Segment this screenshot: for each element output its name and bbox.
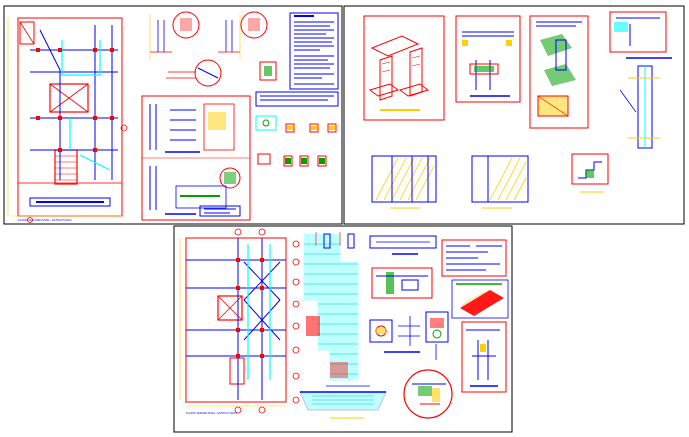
notes-box-bottom — [441, 239, 507, 277]
detail-corner — [609, 11, 672, 59]
detail-perspective — [363, 15, 445, 121]
floor-plan-second-level: PLANTA SEGUNDO NIVEL - ESTRUCTURAS — [7, 17, 128, 223]
detail-circle-large — [403, 369, 453, 419]
detail-connections-middle — [369, 311, 449, 360]
elevation-beam-bottom — [299, 385, 387, 419]
detail-isometric-slab — [451, 279, 509, 319]
slab-plan-cyan — [303, 233, 359, 381]
notes-box — [255, 12, 339, 107]
details-box — [141, 95, 251, 221]
detail-connection — [455, 15, 521, 103]
elevation-hatched-right — [471, 155, 529, 209]
sheet-title: PLANTA TERCER NIVEL - ESTRUCTURAS — [186, 411, 237, 415]
detail-wall-beam — [371, 267, 433, 299]
sheet-frame — [3, 5, 343, 225]
detail-column-elevation — [619, 65, 660, 149]
floor-plan-third-level: PLANTA TERCER NIVEL - ESTRUCTURAS — [179, 228, 300, 415]
sheet-frame — [343, 5, 685, 225]
small-details — [255, 115, 337, 167]
sheet-top-left: PLANTA SEGUNDO NIVEL - ESTRUCTURAS — [3, 5, 343, 225]
sheet-top-right — [343, 5, 685, 225]
small-elevations — [315, 232, 437, 255]
sheet-title: PLANTA SEGUNDO NIVEL - ESTRUCTURAS — [18, 218, 72, 222]
detail-column-section — [461, 321, 507, 393]
detail-circles — [149, 11, 277, 87]
detail-stair-box — [571, 153, 609, 193]
sheet-bottom: PLANTA TERCER NIVEL - ESTRUCTURAS — [173, 225, 513, 433]
detail-beam-column — [529, 15, 589, 129]
elevation-hatched-left — [371, 155, 437, 209]
